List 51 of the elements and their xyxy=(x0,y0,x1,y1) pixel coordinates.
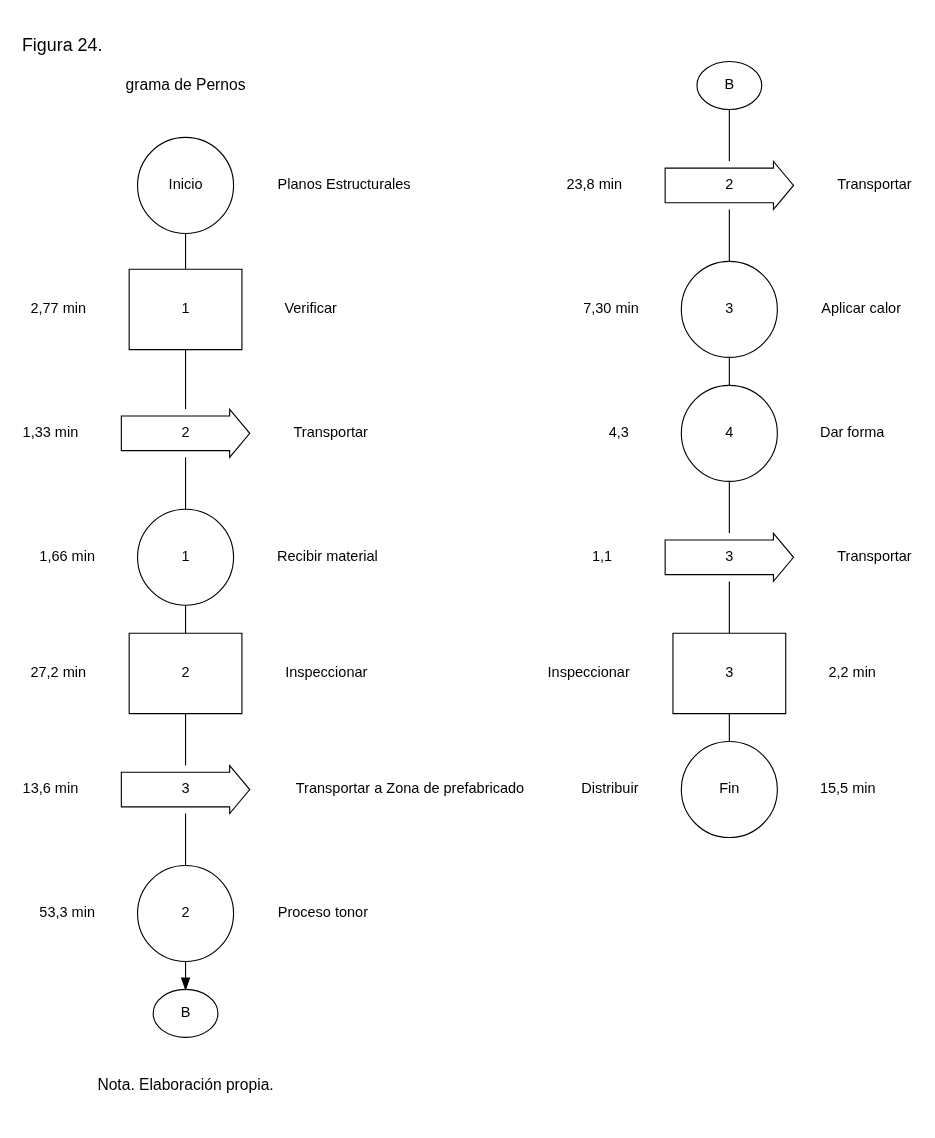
node-label: Transportar a Zona de prefabricado xyxy=(295,780,525,797)
node-label: Transportar xyxy=(837,548,912,565)
connector xyxy=(728,208,730,262)
node-label: 53,3 min xyxy=(39,904,96,921)
node-label: Verificar xyxy=(284,300,337,317)
node-circle: 2 xyxy=(137,864,235,963)
node-label: 27,2 min xyxy=(30,664,87,681)
connector xyxy=(185,456,187,510)
node-label: 2,2 min xyxy=(828,664,876,681)
node-circle: 4 xyxy=(680,384,778,482)
node-ellipse: B xyxy=(152,988,219,1038)
node-label: 1,66 min xyxy=(39,548,96,565)
node-label: 4,3 xyxy=(608,424,629,441)
node-label: Planos Estructurales xyxy=(277,176,411,193)
node-circle: Fin xyxy=(680,740,778,839)
diagram-title: Figura 24. xyxy=(21,35,103,56)
connector xyxy=(185,349,187,410)
node-label: Distribuir xyxy=(581,780,639,797)
node-label: Recibir material xyxy=(277,548,378,565)
node-circle: 1 xyxy=(137,508,235,606)
node-box: 1 xyxy=(128,268,243,351)
connector xyxy=(185,713,187,766)
node-label: 1,33 min xyxy=(22,424,79,441)
node-label: 13,6 min xyxy=(22,780,79,797)
node-label: 2,77 min xyxy=(30,300,87,317)
node-label: Aplicar calor xyxy=(821,300,901,317)
node-label: Inspeccionar xyxy=(547,664,630,681)
connector xyxy=(728,480,730,534)
node-label: 7,30 min xyxy=(583,300,639,317)
node-label: 23,8 min xyxy=(566,176,623,193)
connector xyxy=(185,813,187,866)
node-label: Inspeccionar xyxy=(285,664,368,681)
node-label: 1,1 xyxy=(591,548,613,565)
connector xyxy=(728,713,730,742)
connector xyxy=(185,233,187,270)
connector xyxy=(728,580,730,634)
node-box: 2 xyxy=(128,632,243,715)
label: grama de Pernos xyxy=(125,75,246,93)
connector xyxy=(185,604,187,634)
node-ellipse: B xyxy=(696,60,763,111)
node-label: 15,5 min xyxy=(819,780,876,797)
node-label: Transportar xyxy=(293,424,368,441)
connector xyxy=(728,357,730,386)
node-box: 3 xyxy=(672,632,787,715)
node-label: Proceso tonor xyxy=(277,904,369,921)
node-circle: 3 xyxy=(680,260,778,358)
caption: Nota. Elaboración propia. xyxy=(97,1075,274,1093)
node-label: Dar forma xyxy=(819,424,885,441)
node-label: Transportar xyxy=(837,176,912,193)
connector xyxy=(728,109,730,162)
node-circle: Inicio xyxy=(137,136,235,234)
